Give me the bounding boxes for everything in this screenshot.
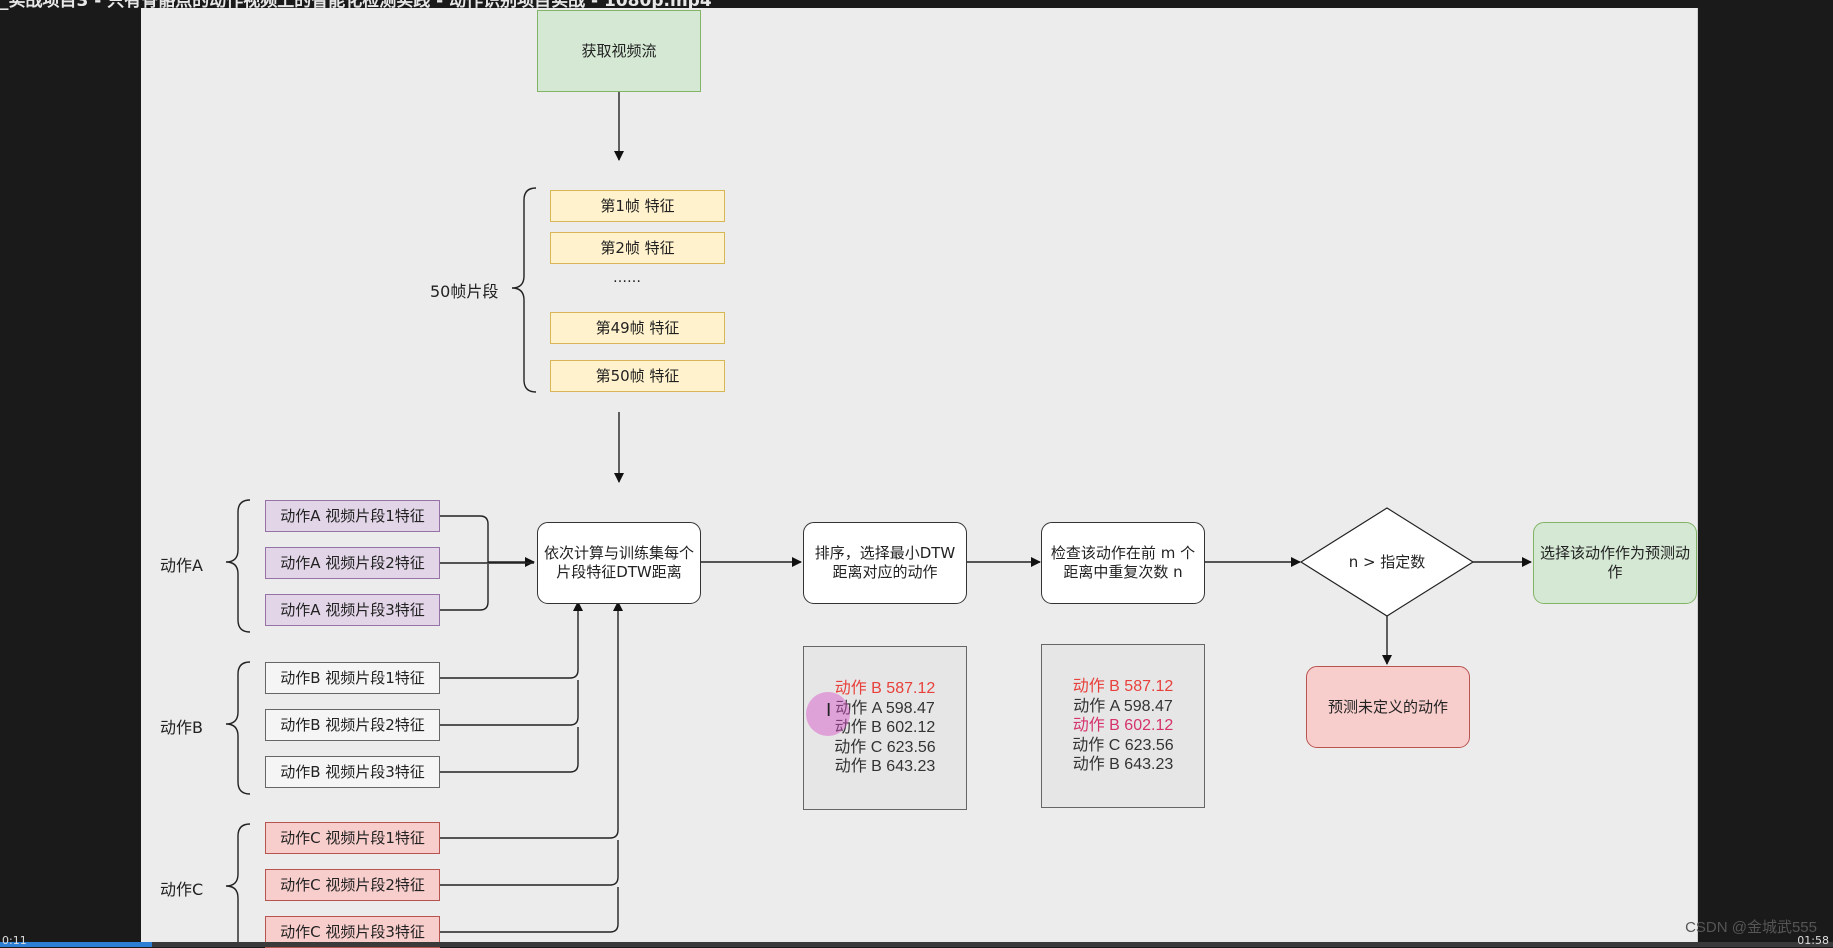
- connector-b1: [440, 601, 583, 679]
- group-label-a: 动作A: [160, 556, 203, 575]
- list-item: 动作 C 623.56: [1072, 736, 1174, 754]
- connector-c1: [440, 601, 623, 839]
- time-total: 01:58: [1797, 934, 1829, 947]
- text-cursor-icon: I: [826, 700, 832, 721]
- list-item: 动作 B 643.23: [834, 758, 936, 776]
- sorted-distance-list-right: 动作 B 587.12 动作 A 598.47 动作 B 602.12 动作 C…: [1041, 644, 1205, 808]
- canvas-edge: [1697, 8, 1698, 947]
- list-item: 动作 A 598.47: [1073, 697, 1173, 715]
- video-title: _实战项目3 - 只有骨骼点的动作视频上的智能化检测实践 - 动作识别项目实战 …: [0, 0, 712, 10]
- clip-c1: 动作C 视频片段1特征: [265, 822, 440, 854]
- sort-min-dtw-node: 排序，选择最小DTW距离对应的动作: [803, 522, 967, 604]
- list-item: 动作 B 602.12: [1072, 717, 1174, 735]
- list-item: 动作 C 623.56: [834, 738, 936, 756]
- get-video-stream-node: 获取视频流: [537, 10, 701, 92]
- clip-b3: 动作B 视频片段3特征: [265, 756, 440, 788]
- clip-b2: 动作B 视频片段2特征: [265, 709, 440, 741]
- brace-action-a: [225, 499, 251, 633]
- list-item: 动作 B 602.12: [834, 719, 936, 737]
- connector-a1: [440, 515, 535, 567]
- frame-49-feature: 第49帧 特征: [550, 312, 725, 344]
- list-item: 动作 A 598.47: [835, 699, 935, 717]
- list-item: 动作 B 587.12: [1072, 678, 1174, 696]
- clip-a2: 动作A 视频片段2特征: [265, 547, 440, 579]
- connector-a3: [440, 564, 489, 611]
- brace-segment: [511, 187, 537, 393]
- segment-label: 50帧片段: [430, 282, 499, 301]
- connector-c2: [440, 840, 619, 886]
- frames-ellipsis: ……: [613, 270, 641, 286]
- clip-c2: 动作C 视频片段2特征: [265, 869, 440, 901]
- connector-c3: [440, 887, 619, 933]
- brace-action-b: [225, 661, 251, 795]
- progress-fill: [0, 942, 153, 947]
- time-elapsed: 0:11: [2, 934, 27, 947]
- group-label-c: 动作C: [160, 880, 204, 899]
- dtw-distance-node: 依次计算与训练集每个片段特征DTW距离: [537, 522, 701, 604]
- decision-diamond: [1299, 507, 1475, 617]
- group-label-b: 动作B: [160, 718, 203, 737]
- clip-a1: 动作A 视频片段1特征: [265, 500, 440, 532]
- frame-2-feature: 第2帧 特征: [550, 232, 725, 264]
- pointer-highlight: [806, 692, 850, 736]
- clip-a3: 动作A 视频片段3特征: [265, 594, 440, 626]
- clip-b1: 动作B 视频片段1特征: [265, 662, 440, 694]
- connector-b2: [440, 680, 579, 726]
- check-repeat-count-node: 检查该动作在前 m 个距离中重复次数 n: [1041, 522, 1205, 604]
- watermark: CSDN @金城武555: [1685, 919, 1817, 936]
- brace-action-c: [225, 823, 251, 947]
- list-item: 动作 B 643.23: [1072, 756, 1174, 774]
- list-item: 动作 B 587.12: [834, 680, 936, 698]
- video-progress-bar[interactable]: [0, 942, 1833, 947]
- sorted-distance-list-left: 动作 B 587.12 动作 A 598.47 动作 B 602.12 动作 C…: [803, 646, 967, 810]
- frame-50-feature: 第50帧 特征: [550, 360, 725, 392]
- frame-1-feature: 第1帧 特征: [550, 190, 725, 222]
- select-action-node: 选择该动作作为预测动作: [1533, 522, 1697, 604]
- decision-label: n > 指定数: [1348, 552, 1426, 571]
- predict-undefined-node: 预测未定义的动作: [1306, 666, 1470, 748]
- connector-b3: [440, 727, 579, 773]
